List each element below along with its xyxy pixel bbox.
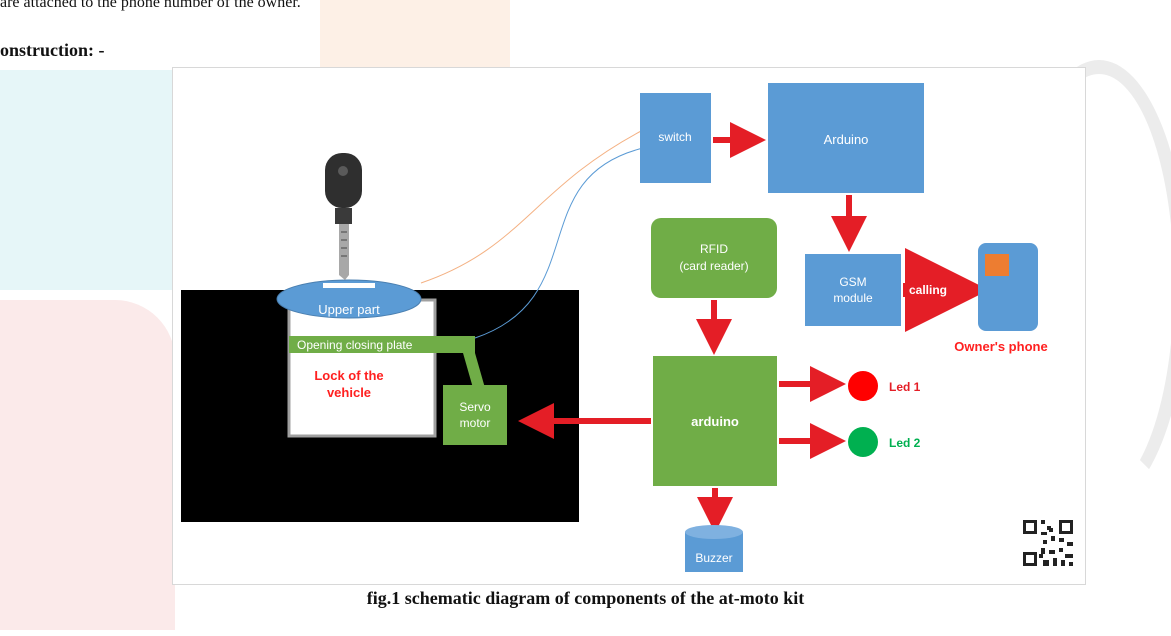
background-decoration-red: [0, 300, 175, 630]
rfid-label-line1: RFID: [700, 242, 728, 256]
arduino-top-label: Arduino: [824, 132, 869, 147]
wire-blue: [474, 147, 644, 339]
upper-part-label: Upper part: [318, 302, 380, 317]
arduino-top-box: [768, 83, 924, 193]
servo-label-line2: motor: [460, 416, 491, 430]
switch-label: switch: [658, 130, 691, 144]
lock-label-line2: vehicle: [327, 385, 371, 400]
qr-code-icon: [1021, 518, 1075, 568]
gsm-module-box: [805, 254, 901, 326]
arduino-main-label: arduino: [691, 414, 739, 429]
phone-screen: [985, 254, 1009, 276]
led2-icon: [848, 427, 878, 457]
lock-label-line1: Lock of the: [314, 368, 383, 383]
figure-caption: fig.1 schematic diagram of components of…: [366, 588, 805, 608]
servo-label-line1: Servo: [459, 400, 491, 414]
background-decoration-orange: [320, 0, 510, 70]
gsm-label-line2: module: [833, 291, 873, 305]
schematic-diagram: Upper part Opening closing plate Lock of…: [181, 83, 1075, 572]
arduino-main-box: [653, 356, 777, 486]
buzzer-cylinder: [685, 525, 743, 572]
wire-orange: [420, 129, 644, 284]
rfid-label-line2: (card reader): [679, 259, 748, 273]
servo-motor-box: [443, 385, 507, 445]
led1-icon: [848, 371, 878, 401]
rfid-reader-box: [651, 218, 777, 298]
gsm-label-line1: GSM: [839, 275, 866, 289]
plate-label: Opening closing plate: [297, 338, 413, 352]
lock-body: [287, 298, 437, 438]
section-heading: onstruction: -: [0, 40, 105, 60]
upper-part-ellipse: [276, 279, 422, 319]
key-icon: [325, 153, 362, 280]
opening-closing-plate: [289, 336, 475, 353]
paper-text-line: are attached to the phone number of the …: [0, 0, 301, 11]
buzzer-label: Buzzer: [695, 551, 732, 565]
calling-label: calling: [909, 283, 947, 297]
led1-label: Led 1: [889, 380, 921, 394]
switch-box: [640, 93, 711, 183]
led2-label: Led 2: [889, 436, 921, 450]
key-slot: [323, 283, 375, 288]
schematic-figure: Upper part Opening closing plate Lock of…: [172, 67, 1086, 585]
owners-phone-label: Owner's phone: [954, 339, 1047, 354]
